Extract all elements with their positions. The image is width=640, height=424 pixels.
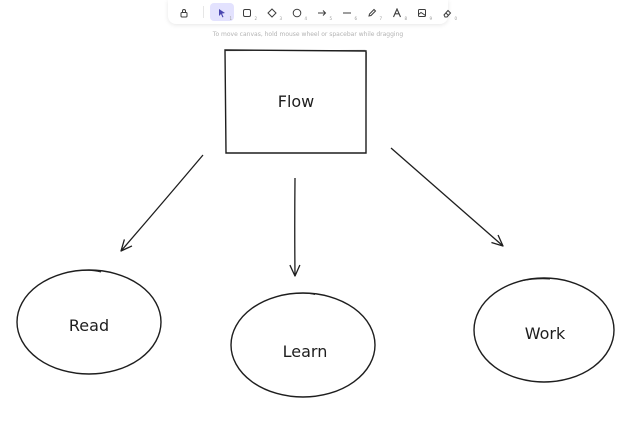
eraser-icon: [442, 3, 452, 22]
rectangle-tool-button[interactable]: 2: [235, 3, 259, 21]
flow-label: Flow: [278, 92, 315, 111]
eraser-tool-button[interactable]: 0: [435, 3, 459, 21]
selection-shortcut: 1: [229, 16, 232, 21]
text-shortcut: 8: [404, 16, 407, 21]
lock-icon: [179, 3, 189, 22]
image-icon: [417, 3, 427, 22]
arrow-right-icon: [317, 3, 327, 22]
selection-tool-button[interactable]: 1: [210, 3, 234, 21]
text-tool-button[interactable]: 8: [385, 3, 409, 21]
ellipse-icon: [292, 3, 302, 22]
toolbar-divider: [203, 6, 204, 18]
pencil-icon: [367, 3, 377, 22]
learn-node[interactable]: Learn: [230, 292, 376, 398]
rectangle-icon: [242, 3, 252, 22]
arrow-to-read[interactable]: [120, 154, 204, 252]
learn-label: Learn: [283, 342, 328, 361]
line-icon: [342, 3, 352, 22]
draw-shortcut: 7: [379, 16, 382, 21]
image-shortcut: 9: [429, 16, 432, 21]
diamond-icon: [267, 3, 277, 22]
ellipse-tool-button[interactable]: 4: [285, 3, 309, 21]
arrow-tool-button[interactable]: 5: [310, 3, 334, 21]
toolbar: 1 2 3 4 5 6 7: [168, 0, 457, 24]
image-tool-button[interactable]: 9: [410, 3, 434, 21]
diamond-tool-button[interactable]: 3: [260, 3, 284, 21]
eraser-shortcut: 0: [454, 16, 457, 21]
diamond-shortcut: 3: [279, 16, 282, 21]
draw-tool-button[interactable]: 7: [360, 3, 384, 21]
canvas-hint: To move canvas, hold mouse wheel or spac…: [212, 31, 404, 38]
read-label: Read: [69, 316, 109, 335]
work-node[interactable]: Work: [473, 277, 615, 383]
arrow-shortcut: 5: [329, 16, 332, 21]
read-node[interactable]: Read: [16, 269, 162, 375]
text-icon: [392, 3, 402, 22]
cursor-icon: [217, 3, 227, 22]
work-label: Work: [525, 324, 566, 343]
lock-tool-button[interactable]: [172, 3, 196, 21]
ellipse-shortcut: 4: [304, 16, 307, 21]
rectangle-shortcut: 2: [254, 16, 257, 21]
flow-node[interactable]: Flow: [224, 49, 367, 154]
line-tool-button[interactable]: 6: [335, 3, 359, 21]
arrow-to-work[interactable]: [390, 147, 504, 247]
line-shortcut: 6: [354, 16, 357, 21]
